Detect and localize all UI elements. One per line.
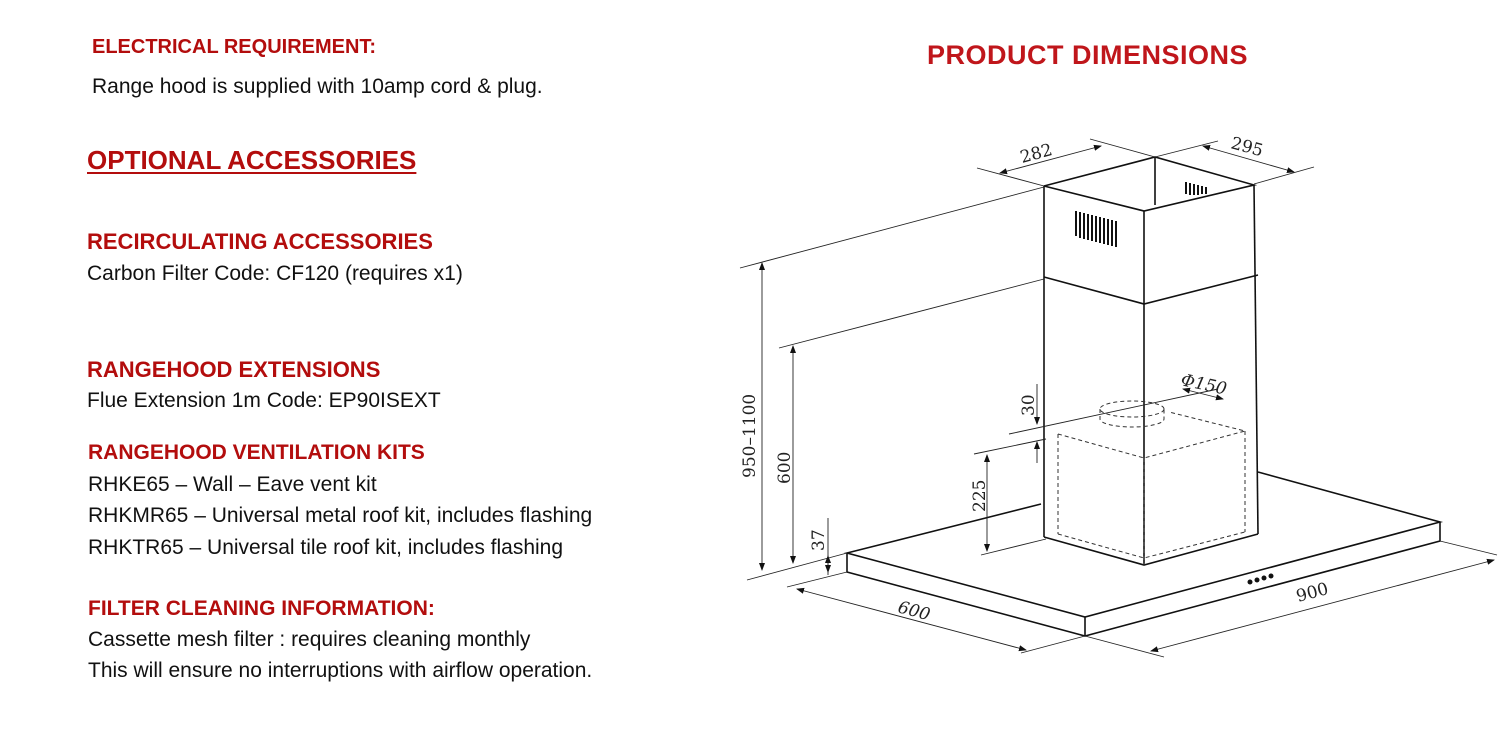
- extensions-text: Flue Extension 1m Code: EP90ISEXT: [87, 389, 441, 412]
- vent-slots: [1075, 182, 1207, 247]
- label-chimney-width: 282: [1018, 140, 1055, 168]
- filter-heading: FILTER CLEANING INFORMATION:: [88, 597, 435, 620]
- extensions-heading: RANGEHOOD EXTENSIONS: [87, 357, 381, 382]
- electrical-heading: ELECTRICAL REQUIREMENT:: [92, 36, 377, 58]
- dimension-labels: 950–1100 600 37 225 30 Φ150 282 295 600 …: [740, 134, 1331, 626]
- label-depth: 600: [896, 598, 933, 626]
- label-total-height: 950–1100: [740, 394, 760, 478]
- product-dimensions-title: PRODUCT DIMENSIONS: [927, 40, 1249, 70]
- kit-item: RHKTR65 – Universal tile roof kit, inclu…: [88, 536, 564, 559]
- recirculating-heading: RECIRCULATING ACCESSORIES: [87, 229, 433, 254]
- electrical-text: Range hood is supplied with 10amp cord &…: [92, 75, 543, 98]
- kit-item: RHKE65 – Wall – Eave vent kit: [88, 473, 377, 496]
- kit-item: RHKMR65 – Universal metal roof kit, incl…: [88, 504, 593, 527]
- label-chimney-depth: 295: [1229, 134, 1266, 162]
- label-spigot-offset: 30: [1019, 394, 1039, 416]
- label-motor-height: 225: [970, 480, 990, 512]
- label-canopy-thickness: 37: [809, 529, 829, 551]
- filter-line: This will ensure no interruptions with a…: [88, 659, 593, 682]
- optional-accessories-heading: OPTIONAL ACCESSORIES: [87, 145, 417, 175]
- filter-line: Cassette mesh filter : requires cleaning…: [88, 628, 531, 651]
- kits-heading: RANGEHOOD VENTILATION KITS: [88, 441, 425, 464]
- dimension-lines: [739, 138, 1498, 658]
- label-width: 900: [1294, 579, 1331, 607]
- label-spigot-diameter: Φ150: [1179, 370, 1229, 399]
- motor-housing-hidden: [1057, 400, 1247, 565]
- recirculating-text: Carbon Filter Code: CF120 (requires x1): [87, 262, 463, 285]
- label-chimney-lower: 600: [775, 452, 795, 484]
- control-buttons: [1247, 573, 1274, 585]
